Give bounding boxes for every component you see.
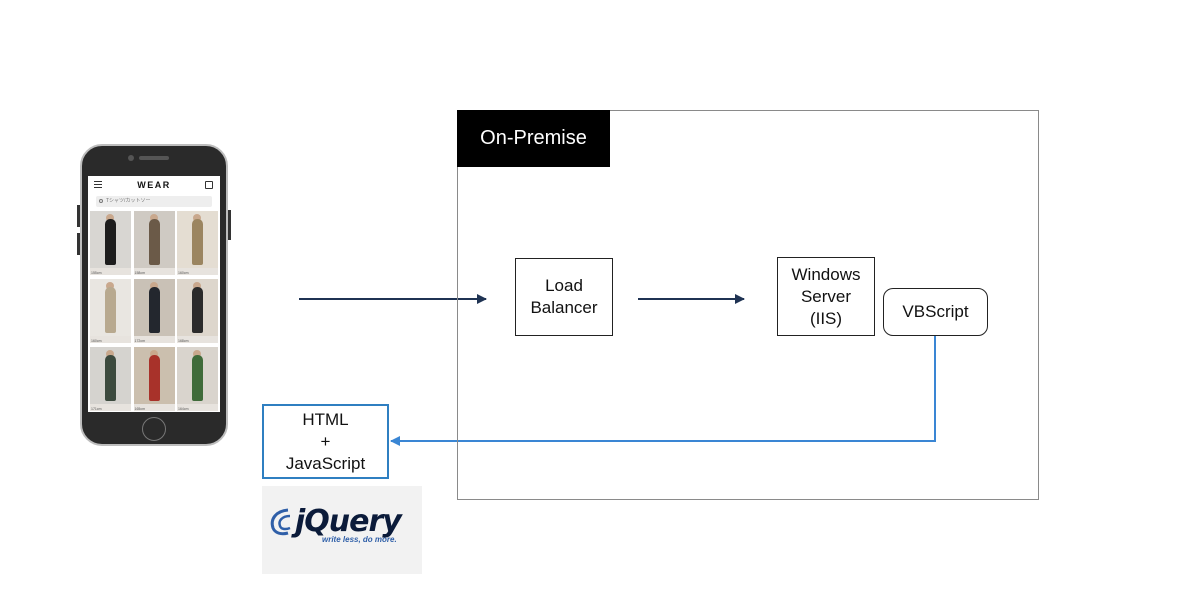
on-premise-region [457, 110, 1039, 500]
arrow-response-to-client [390, 336, 936, 446]
phone-speaker [139, 156, 169, 160]
height-caption: 155cm [91, 271, 102, 275]
app-title: WEAR [137, 180, 171, 190]
app-header: WEAR [88, 176, 220, 196]
height-caption: 160cm [91, 339, 102, 343]
outfit-thumbnail[interactable]: 165cm [133, 347, 175, 411]
load-balancer-node: Load Balancer [515, 258, 613, 336]
height-caption: 171cm [91, 407, 102, 411]
jquery-swirl-icon [270, 508, 291, 536]
phone-screen: WEAR Tシャツ/カットソー 155cm 158cm 160cm 160cm … [88, 176, 220, 412]
share-icon[interactable] [205, 181, 213, 189]
height-caption: 172cm [134, 339, 146, 343]
outfit-grid: 155cm 158cm 160cm 160cm 172cm 168cm [90, 211, 218, 411]
vbscript-node: VBScript [883, 288, 988, 336]
jquery-logo-text: jQuery [295, 504, 402, 539]
height-caption: 165cm [134, 407, 146, 411]
height-caption: 168cm [178, 339, 189, 343]
phone-camera [128, 155, 134, 161]
on-premise-label: On-Premise [457, 110, 610, 167]
hamburger-menu-icon[interactable] [94, 181, 102, 188]
outfit-thumbnail[interactable]: 171cm [90, 347, 131, 411]
phone-home-button [142, 417, 166, 441]
html-javascript-node: HTML + JavaScript [262, 404, 389, 479]
height-caption: 158cm [134, 271, 146, 275]
search-input[interactable]: Tシャツ/カットソー [96, 196, 212, 207]
height-caption: 164cm [178, 407, 189, 411]
outfit-thumbnail[interactable]: 168cm [177, 279, 218, 343]
phone-power-button [228, 210, 231, 240]
search-icon [99, 199, 103, 203]
outfit-thumbnail[interactable]: 172cm [133, 279, 175, 343]
phone-side-button [77, 233, 80, 255]
height-caption: 160cm [178, 271, 189, 275]
outfit-thumbnail[interactable]: 160cm [90, 279, 131, 343]
phone-side-button [77, 205, 80, 227]
jquery-logo [262, 486, 422, 574]
outfit-thumbnail[interactable]: 158cm [133, 211, 175, 275]
outfit-thumbnail[interactable]: 160cm [177, 211, 218, 275]
windows-server-node: Windows Server (IIS) [777, 257, 875, 336]
outfit-thumbnail[interactable]: 164cm [177, 347, 218, 411]
jquery-tagline: write less, do more. [322, 535, 397, 544]
outfit-thumbnail[interactable]: 155cm [90, 211, 131, 275]
